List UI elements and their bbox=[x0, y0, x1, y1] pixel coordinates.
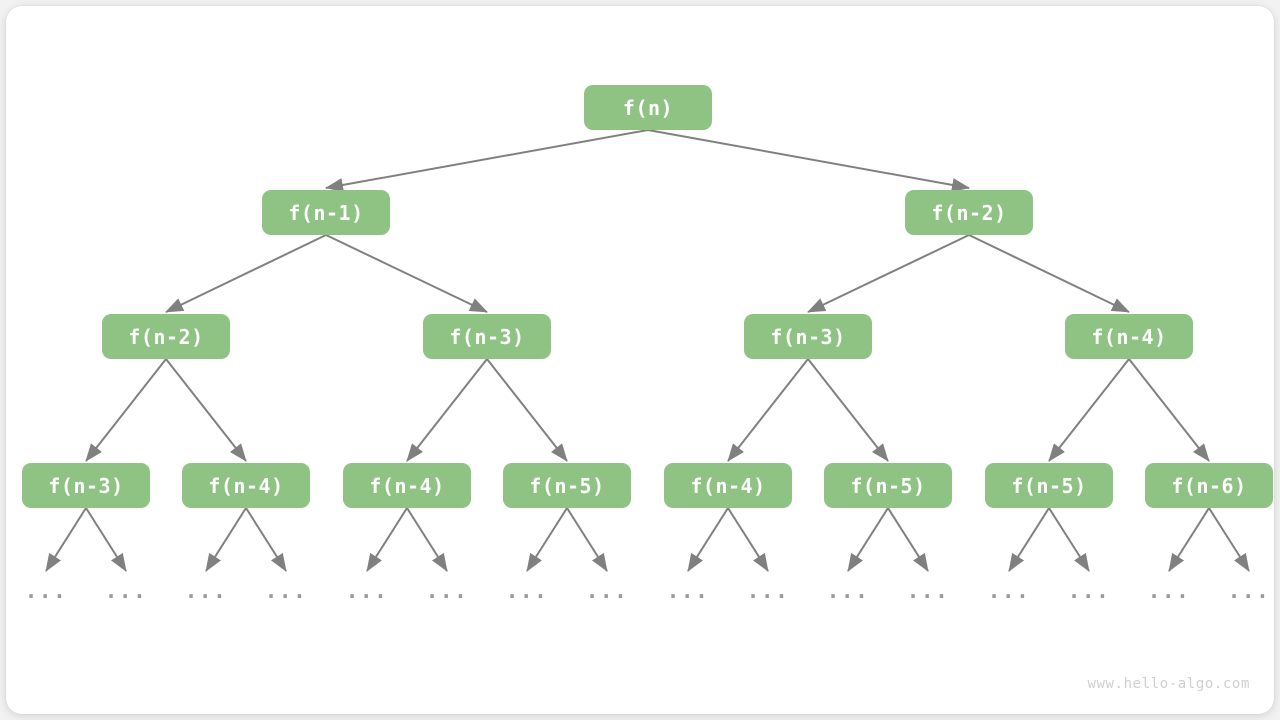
tree-node-n12: f(n-5) bbox=[824, 463, 952, 508]
tree-node-n1: f(n-1) bbox=[262, 190, 390, 235]
tree-node-n10: f(n-5) bbox=[503, 463, 631, 508]
ellipsis-marker: ... bbox=[666, 579, 710, 603]
tree-node-n13: f(n-5) bbox=[985, 463, 1113, 508]
watermark: www.hello-algo.com bbox=[1087, 676, 1250, 692]
ellipsis-marker: ... bbox=[1147, 579, 1191, 603]
tree-node-n6: f(n-4) bbox=[1065, 314, 1193, 359]
tree-node-n4: f(n-3) bbox=[423, 314, 551, 359]
tree-node-n7: f(n-3) bbox=[22, 463, 150, 508]
ellipsis-marker: ... bbox=[264, 579, 308, 603]
tree-node-n5: f(n-3) bbox=[744, 314, 872, 359]
tree-node-n0: f(n) bbox=[584, 85, 712, 130]
ellipsis-marker: ... bbox=[345, 579, 389, 603]
ellipsis-marker: ... bbox=[585, 579, 629, 603]
ellipsis-marker: ... bbox=[826, 579, 870, 603]
ellipsis-marker: ... bbox=[505, 579, 549, 603]
diagram-card: f(n) f(n-1) f(n-2) f(n-2) f(n-3) f(n-3) f(n-4)… bbox=[6, 6, 1274, 714]
tree-node-n2: f(n-2) bbox=[905, 190, 1033, 235]
ellipsis-marker: ... bbox=[987, 579, 1031, 603]
ellipsis-marker: ... bbox=[104, 579, 148, 603]
tree-node-n9: f(n-4) bbox=[343, 463, 471, 508]
tree-node-n14: f(n-6) bbox=[1145, 463, 1273, 508]
tree-node-n8: f(n-4) bbox=[182, 463, 310, 508]
ellipsis-marker: ... bbox=[746, 579, 790, 603]
ellipsis-marker: ... bbox=[1067, 579, 1111, 603]
ellipsis-marker: ... bbox=[906, 579, 950, 603]
tree-node-n11: f(n-4) bbox=[664, 463, 792, 508]
tree-node-n3: f(n-2) bbox=[102, 314, 230, 359]
ellipsis-marker: ... bbox=[184, 579, 228, 603]
ellipsis-marker: ... bbox=[425, 579, 469, 603]
node-layer: f(n) f(n-1) f(n-2) f(n-2) f(n-3) f(n-3) f(n-4)… bbox=[6, 6, 1274, 714]
ellipsis-marker: ... bbox=[1227, 579, 1271, 603]
ellipsis-marker: ... bbox=[24, 579, 68, 603]
